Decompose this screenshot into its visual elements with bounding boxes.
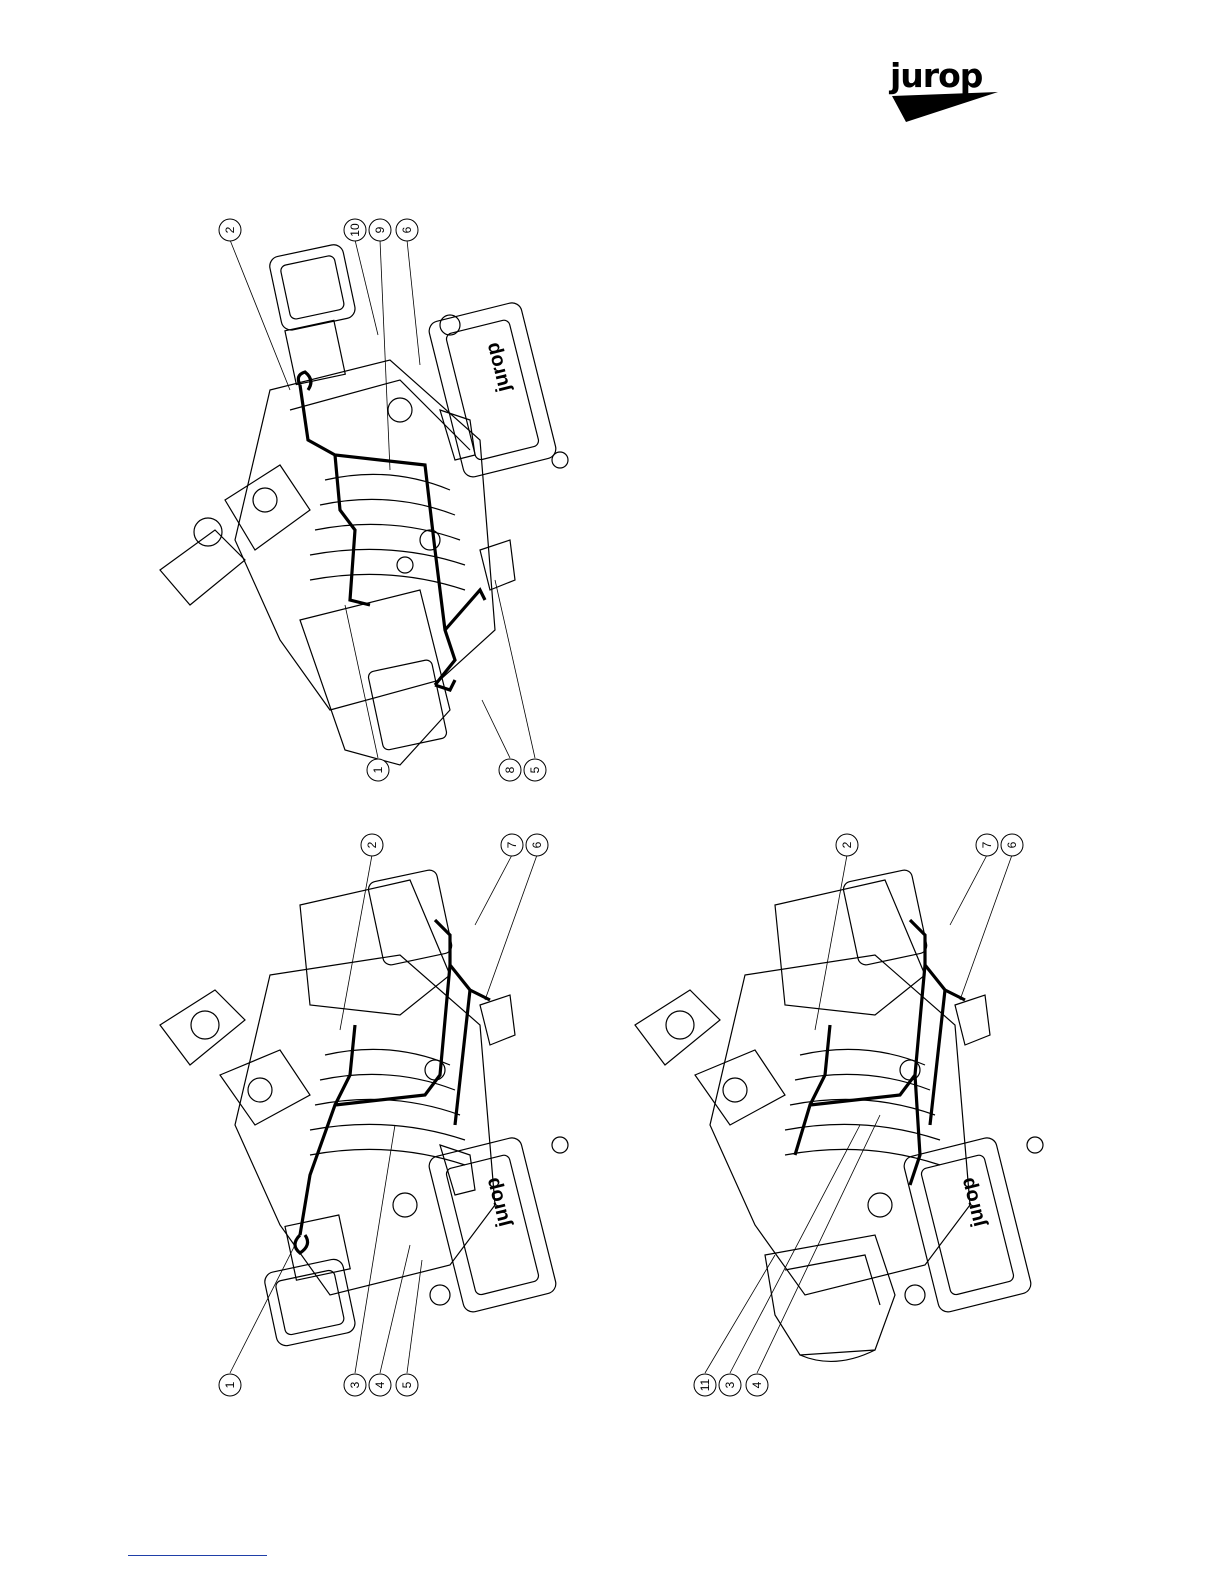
callout-label: 5 <box>400 1381 414 1388</box>
callout-label: 2 <box>365 841 379 848</box>
separator-brand-mark: jurop <box>481 340 515 395</box>
callout-label: 6 <box>530 841 544 848</box>
callout-label: 3 <box>348 1381 362 1388</box>
footer-rule <box>128 1555 267 1556</box>
callout-label: 4 <box>373 1381 387 1388</box>
callout-label: 2 <box>840 841 854 848</box>
separator-brand-mark: jurop <box>481 1175 515 1230</box>
callout-label: 7 <box>505 841 519 848</box>
callout-label: 10 <box>348 223 362 237</box>
callout-label: 11 <box>698 1378 712 1391</box>
assembly-drawing-bottom-left: jurop 2 7 6 <box>150 825 590 1405</box>
callout-label: 3 <box>723 1381 737 1388</box>
callout-label: 6 <box>400 226 414 233</box>
brand-logo: jurop <box>890 62 1000 124</box>
brand-logo-wedge-icon <box>890 62 1000 124</box>
callout-label: 9 <box>373 226 387 233</box>
callout-label: 1 <box>223 1381 237 1388</box>
callout-label: 1 <box>371 766 385 773</box>
callout-label: 5 <box>528 766 542 773</box>
callout-label: 7 <box>980 841 994 848</box>
separator-brand-mark: jurop <box>956 1175 990 1230</box>
callout-label: 6 <box>1005 841 1019 848</box>
assembly-drawing-bottom-right: jurop 2 7 6 11 3 <box>625 825 1065 1405</box>
assembly-drawing-top: jurop 2 <box>150 210 590 790</box>
callout-label: 2 <box>223 226 237 233</box>
callout-label: 8 <box>503 766 517 773</box>
callout-label: 4 <box>750 1381 764 1388</box>
